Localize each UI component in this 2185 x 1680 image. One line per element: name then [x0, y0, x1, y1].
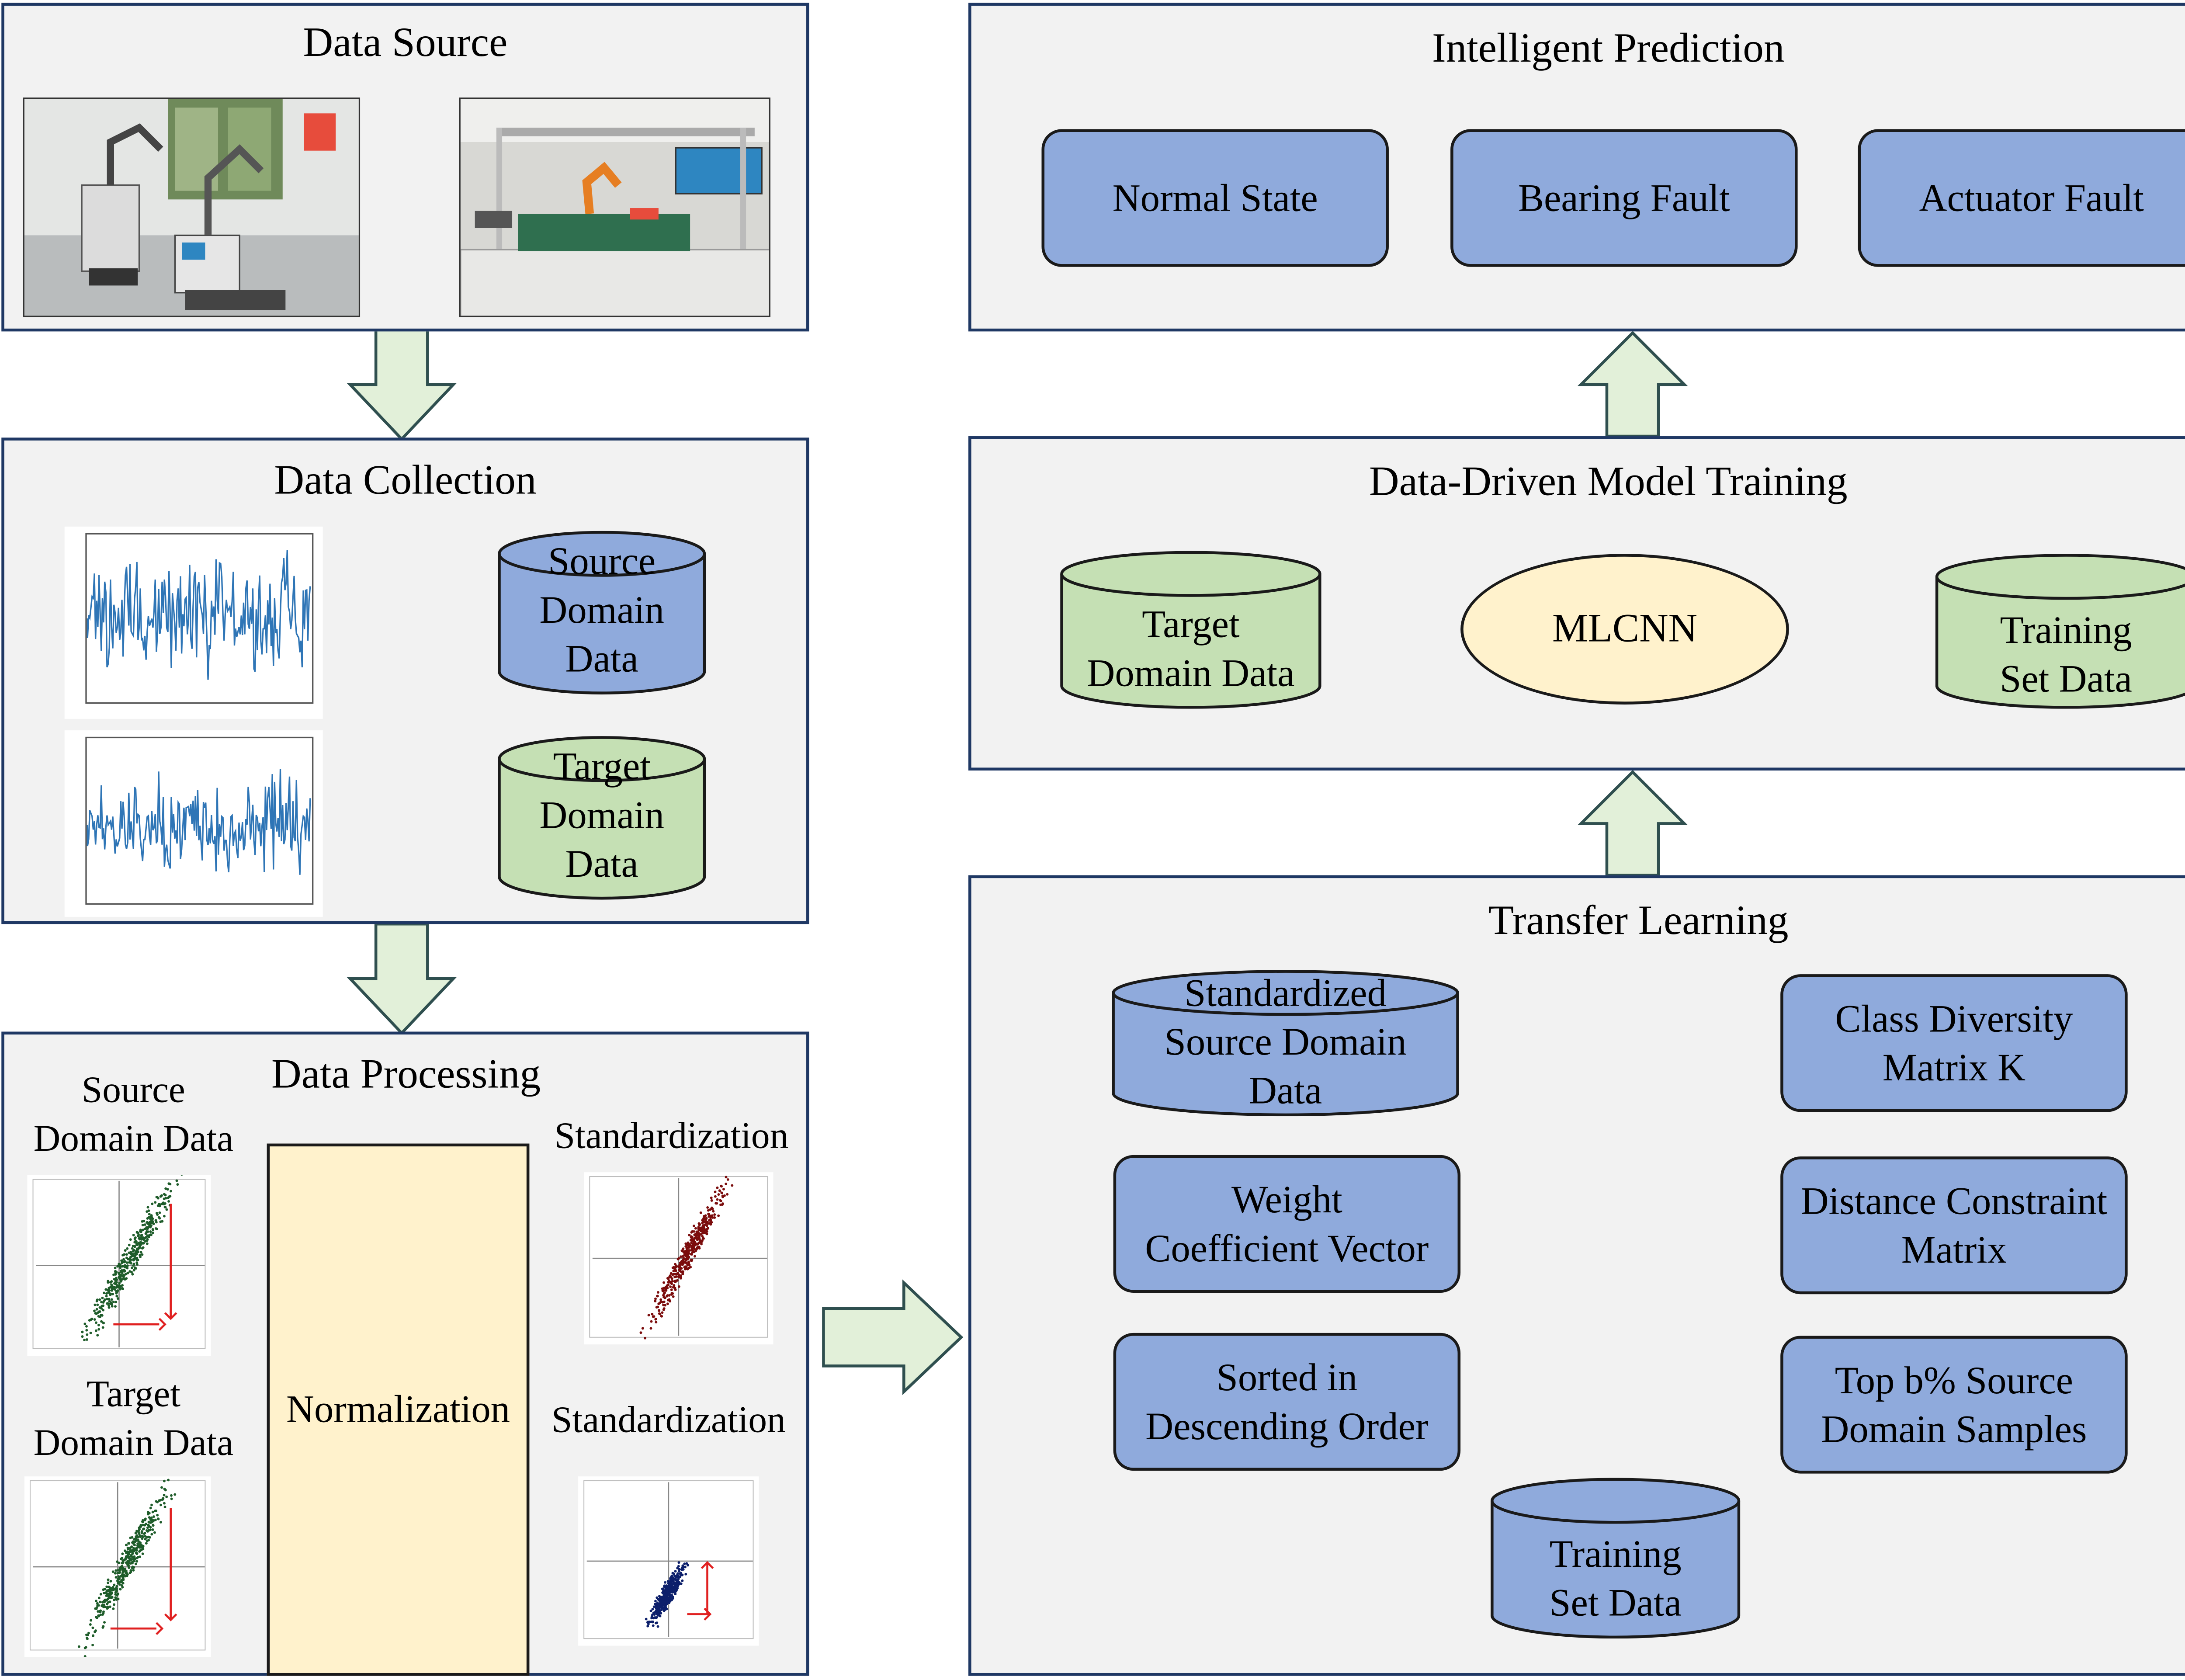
- training-target-db: Target Domain Data: [1060, 551, 1321, 709]
- std-source-db: Standardized Source Domain Data: [1112, 970, 1459, 1117]
- right-arrow-processing-to-transfer: [822, 1279, 964, 1395]
- data-processing-panel: Data Processing Source Domain Data Targe…: [1, 1031, 809, 1676]
- source-signal-svg: [85, 533, 314, 704]
- up-arrow-training-to-prediction: [1577, 331, 1688, 438]
- target-scatter-plot: [24, 1456, 211, 1664]
- mobile-robot-illustration: [24, 99, 359, 316]
- training-set-db: Training Set Data: [1935, 554, 2185, 709]
- sorted-line2: Descending Order: [1145, 1405, 1429, 1448]
- normalization-label: Normalization: [286, 1387, 510, 1431]
- std-source-line3: Data: [1249, 1069, 1322, 1112]
- source-db-line2: Domain: [539, 588, 665, 632]
- class-diversity-line1: Class Diversity: [1835, 997, 2073, 1041]
- target-domain-db: Target Domain Data: [498, 736, 706, 900]
- top-samples-line2: Domain Samples: [1821, 1407, 2087, 1451]
- bearing-fault-box: Bearing Fault: [1450, 129, 1798, 267]
- sorted-line1: Sorted in: [1216, 1356, 1358, 1399]
- source-signal-plot: [64, 526, 323, 719]
- target-signal-plot: [64, 730, 323, 917]
- target-db-line1: Target: [553, 744, 651, 788]
- up-arrow-transfer-to-training: [1577, 770, 1688, 877]
- target-signal-svg: [85, 736, 314, 905]
- proc-target-label-2: Domain Data: [33, 1422, 234, 1464]
- transfer-learning-panel: Transfer Learning Standardized Source Do…: [968, 875, 2185, 1676]
- target-db-line3: Data: [565, 842, 638, 885]
- distance-constraint-line2: Matrix: [1901, 1228, 2007, 1271]
- normalization-box: Normalization: [267, 1143, 530, 1676]
- training-set-line2: Set Data: [2000, 657, 2132, 701]
- data-collection-panel: Data Collection Source Domain Data Targe…: [1, 437, 809, 924]
- tl-training-set-db: Training Set Data: [1491, 1478, 1741, 1639]
- class-diversity-line2: Matrix K: [1882, 1046, 2026, 1089]
- std-source-scatter-plot: [584, 1172, 773, 1345]
- mobile-robot-photo: [23, 97, 361, 317]
- training-target-line2: Domain Data: [1087, 651, 1295, 694]
- tl-training-line2: Set Data: [1549, 1581, 1682, 1624]
- top-samples-box: Top b% Source Domain Samples: [1780, 1336, 2128, 1474]
- std-bottom-label: Standardization: [551, 1399, 786, 1441]
- robot-arm-illustration: [460, 99, 769, 316]
- source-db-line3: Data: [565, 637, 638, 680]
- std-source-line1: Standardized: [1184, 971, 1387, 1015]
- distance-constraint-box: Distance Constraint Matrix: [1780, 1156, 2128, 1295]
- mlcnn-label: MLCNN: [1552, 606, 1697, 651]
- prediction-title: Intelligent Prediction: [1432, 26, 1785, 72]
- down-arrow-source-to-collection: [347, 328, 457, 441]
- proc-target-label-1: Target: [86, 1373, 180, 1415]
- weight-vector-box: Weight Coefficient Vector: [1113, 1155, 1461, 1293]
- intelligent-prediction-panel: Intelligent Prediction Normal State Bear…: [968, 3, 2185, 332]
- transfer-title: Transfer Learning: [1488, 898, 1789, 944]
- proc-source-label-2: Domain Data: [33, 1118, 234, 1159]
- proc-source-label-1: Source: [81, 1069, 185, 1111]
- source-domain-db: Source Domain Data: [498, 531, 706, 694]
- training-set-line1: Training: [2000, 608, 2132, 652]
- data-collection-title: Data Collection: [274, 458, 537, 504]
- std-target-scatter-plot: [578, 1476, 759, 1646]
- model-training-panel: Data-Driven Model Training Target Domain…: [968, 436, 2185, 771]
- source-db-line1: Source: [548, 539, 656, 583]
- source-scatter-plot: [27, 1170, 211, 1356]
- sorted-box: Sorted in Descending Order: [1113, 1333, 1461, 1471]
- robot-arm-photo: [459, 97, 770, 317]
- training-target-line1: Target: [1142, 602, 1240, 646]
- std-source-line2: Source Domain: [1164, 1020, 1407, 1063]
- data-source-title: Data Source: [303, 20, 508, 66]
- down-arrow-collection-to-processing: [347, 922, 457, 1035]
- distance-constraint-line1: Distance Constraint: [1800, 1179, 2108, 1223]
- weight-vector-line2: Coefficient Vector: [1145, 1226, 1429, 1270]
- data-source-panel: Data Source: [1, 3, 809, 332]
- weight-vector-line1: Weight: [1231, 1178, 1342, 1221]
- data-processing-title: Data Processing: [271, 1052, 541, 1098]
- mlcnn-ellipse: MLCNN: [1460, 554, 1789, 705]
- class-diversity-box: Class Diversity Matrix K: [1780, 974, 2128, 1112]
- target-db-line2: Domain: [539, 793, 665, 837]
- tl-training-line1: Training: [1549, 1532, 1682, 1576]
- model-training-title: Data-Driven Model Training: [1369, 459, 1848, 505]
- std-top-label: Standardization: [554, 1114, 789, 1157]
- actuator-fault-box: Actuator Fault: [1858, 129, 2185, 267]
- top-samples-line1: Top b% Source: [1835, 1359, 2074, 1402]
- normal-state-box: Normal State: [1041, 129, 1389, 267]
